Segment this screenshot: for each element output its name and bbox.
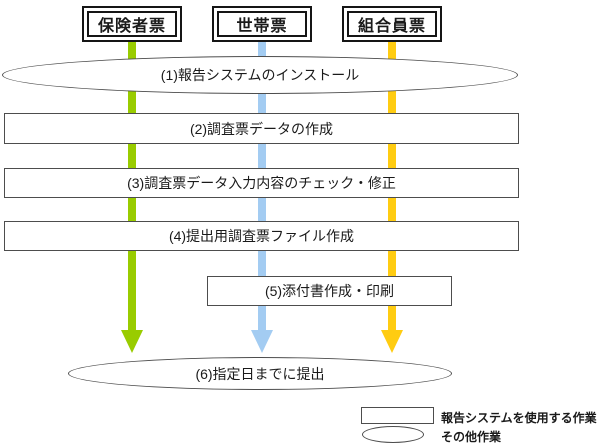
step-2-create-data-box: (2)調査票データの作成: [4, 113, 519, 144]
step-4-create-file-box: (4)提出用調査票ファイル作成: [4, 221, 519, 251]
legend-ellipse-label: その他作業: [441, 430, 502, 444]
source-box-household-form: 世帯票: [212, 6, 312, 42]
arrow-head-icon: [251, 330, 273, 353]
step-6-submit-ellipse: (6)指定日までに提出: [68, 357, 452, 390]
arrow-head-icon: [381, 330, 403, 353]
step-3-check-fix-box: (3)調査票データ入力内容のチェック・修正: [4, 168, 519, 198]
legend-ellipse-symbol: [362, 426, 424, 443]
legend-rect-label: 報告システムを使用する作業: [441, 411, 597, 425]
arrow-head-icon: [121, 330, 143, 353]
source-box-label: 世帯票: [217, 11, 307, 37]
source-box-member-form: 組合員票: [342, 6, 442, 42]
source-box-label: 保険者票: [87, 11, 177, 37]
step-5-attachment-print-box: (5)添付書作成・印刷: [207, 276, 452, 306]
legend-rect-symbol: [361, 407, 434, 424]
source-box-insurer-form: 保険者票: [82, 6, 182, 42]
source-box-label: 組合員票: [347, 11, 437, 37]
step-1-install-ellipse: (1)報告システムのインストール: [2, 56, 518, 94]
